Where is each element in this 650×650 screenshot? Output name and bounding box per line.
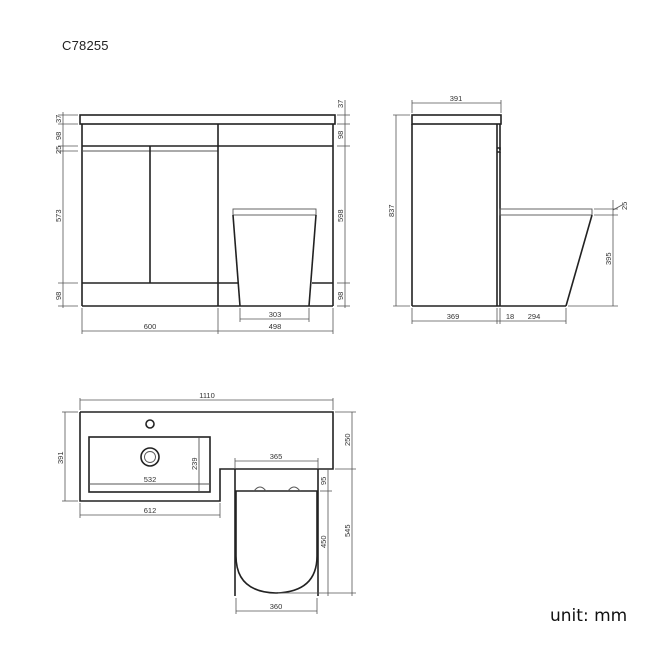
dim-basin-unit-width: 600 xyxy=(144,322,157,331)
dim-seat-width: 360 xyxy=(270,602,283,611)
dim-pan-height: 395 xyxy=(604,252,613,265)
dim-door-left: 573 xyxy=(54,209,63,222)
dim-overall-width: 1110 xyxy=(199,391,215,400)
dim-worktop-right: 37 xyxy=(336,100,345,108)
unit-label: unit: mm xyxy=(550,606,628,626)
dim-bowl-width: 532 xyxy=(144,475,157,484)
dim-cabinet-depth: 369 xyxy=(447,312,460,321)
front-view: 37 98 25 573 98 37 98 598 98 600 303 498 xyxy=(54,100,350,334)
dim-toilet-length: 545 xyxy=(343,524,352,537)
dim-cistern-depth: 250 xyxy=(343,433,352,446)
dim-bowl-depth: 239 xyxy=(190,457,199,470)
dim-seat-thickness: 25 xyxy=(620,202,629,210)
dim-gap: 18 xyxy=(506,312,514,321)
dim-plinth-right: 98 xyxy=(336,292,345,300)
dim-seat-offset: 95 xyxy=(319,477,328,485)
dim-overall-height: 837 xyxy=(387,204,396,217)
dim-worktop-left: 37 xyxy=(54,115,63,123)
dim-side-depth: 391 xyxy=(450,94,463,103)
dim-basin-depth: 391 xyxy=(56,451,65,464)
dim-pan-projection: 294 xyxy=(528,312,541,321)
dim-drawer-right: 98 xyxy=(336,131,345,139)
product-code: C78255 xyxy=(62,38,109,53)
dim-toilet-area-right: 598 xyxy=(336,209,345,222)
side-view: 391 837 25 395 369 18 294 xyxy=(387,94,629,324)
top-view: 532 239 1110 391 612 365 250 xyxy=(56,391,356,614)
dim-drawer-left: 98 xyxy=(54,132,63,140)
dim-plinth-left: 98 xyxy=(54,292,63,300)
dim-toilet-unit-width: 498 xyxy=(269,322,282,331)
dim-rail-left: 25 xyxy=(54,146,63,154)
dim-seat-length: 450 xyxy=(319,535,328,548)
dim-pan-width: 303 xyxy=(269,310,282,319)
dim-basin-width: 612 xyxy=(144,506,157,515)
dim-toilet-width: 365 xyxy=(270,452,283,461)
